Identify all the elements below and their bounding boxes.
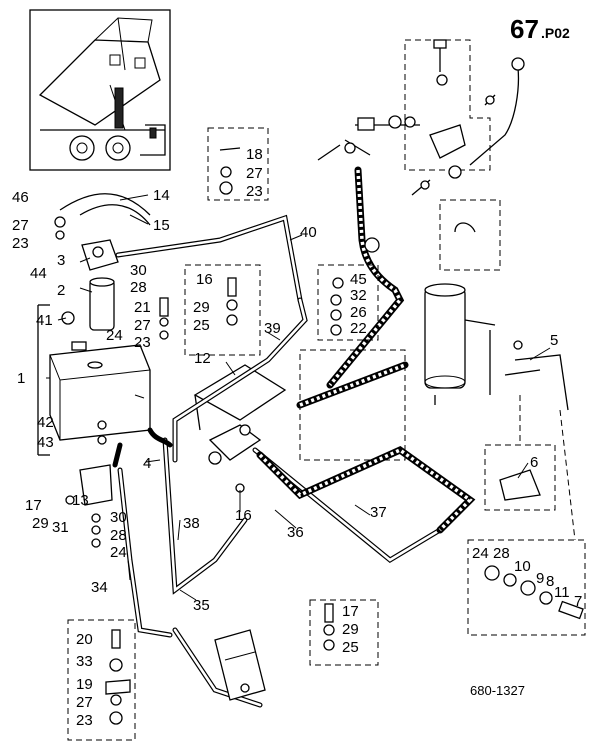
callout-27-a: 27 xyxy=(12,217,29,234)
callout-2: 2 xyxy=(57,282,65,299)
callout-26: 26 xyxy=(350,304,367,321)
callout-40: 40 xyxy=(300,224,317,241)
callout-44: 44 xyxy=(30,265,47,282)
callout-46: 46 xyxy=(12,189,29,206)
control-lever-group xyxy=(317,39,525,196)
valve-block xyxy=(184,264,287,493)
page-suffix: .P02 xyxy=(541,25,570,41)
oil-tank xyxy=(37,304,151,456)
callout-16-upper: 16 xyxy=(196,271,213,288)
callout-1: 1 xyxy=(17,370,25,387)
callout-18: 18 xyxy=(246,146,263,163)
callout-28-a: 28 xyxy=(130,279,147,296)
page-header: 67 .P02 xyxy=(510,14,570,44)
callout-24-c: 24 xyxy=(472,545,489,562)
callout-33: 33 xyxy=(76,653,93,670)
snap-ring-detail xyxy=(439,199,501,271)
callout-30-a: 30 xyxy=(130,262,147,279)
callout-28-c: 28 xyxy=(493,545,510,562)
callout-28-b: 28 xyxy=(110,527,127,544)
callout-23-b: 23 xyxy=(246,183,263,200)
callout-12: 12 xyxy=(194,350,211,367)
callout-3: 3 xyxy=(57,252,65,269)
callout-22: 22 xyxy=(350,320,367,337)
callout-27-b: 27 xyxy=(246,165,263,182)
callout-7: 7 xyxy=(574,593,582,610)
callout-38: 38 xyxy=(183,515,200,532)
callout-41: 41 xyxy=(36,312,53,329)
callout-labels: 1 1 2 3 4 5 6 7 8 9 10 11 12 13 14 15 16… xyxy=(12,146,582,729)
callout-43: 43 xyxy=(37,434,54,451)
callout-23-a: 23 xyxy=(12,235,29,252)
callout-6: 6 xyxy=(530,454,538,471)
drawing-number: 680-1327 xyxy=(470,683,525,698)
main-hose xyxy=(326,166,405,389)
callout-32: 32 xyxy=(350,287,367,304)
callout-23-d: 23 xyxy=(76,712,93,729)
callout-11: 11 xyxy=(554,584,570,601)
callout-24-a: 24 xyxy=(106,327,123,344)
callout-4: 4 xyxy=(143,455,151,472)
callout-17-left: 17 xyxy=(25,497,42,514)
callout-23-c: 23 xyxy=(134,334,151,351)
leader-lines xyxy=(46,194,551,601)
callout-13: 13 xyxy=(72,492,89,509)
lower-bracket xyxy=(65,464,266,701)
callout-25-a: 25 xyxy=(193,317,210,334)
callout-17-bottom: 17 xyxy=(342,603,359,620)
callout-5: 5 xyxy=(550,332,558,349)
page-number: 67 xyxy=(510,14,539,44)
callout-37: 37 xyxy=(370,504,387,521)
callout-19: 19 xyxy=(76,676,93,693)
callout-10: 10 xyxy=(514,558,531,575)
callout-20: 20 xyxy=(76,631,93,648)
callout-15: 15 xyxy=(153,217,170,234)
callout-30-b: 30 xyxy=(110,509,127,526)
callout-27-c: 27 xyxy=(134,317,151,334)
truck-inset xyxy=(29,9,171,171)
callout-29-a: 29 xyxy=(193,299,210,316)
callout-36: 36 xyxy=(287,524,304,541)
callout-27-d: 27 xyxy=(76,694,93,711)
callout-31: 31 xyxy=(52,519,69,536)
callout-14: 14 xyxy=(153,187,170,204)
callout-24-b: 24 xyxy=(110,544,127,561)
callout-35: 35 xyxy=(193,597,210,614)
callout-21: 21 xyxy=(134,299,151,316)
callout-39: 39 xyxy=(264,320,281,337)
callout-45: 45 xyxy=(350,271,367,288)
pipes xyxy=(112,214,476,708)
bracket-assembly xyxy=(467,330,586,636)
callout-9: 9 xyxy=(536,570,544,587)
callout-8: 8 xyxy=(546,573,554,590)
filter-and-pump xyxy=(54,193,151,331)
callout-29-c: 29 xyxy=(342,621,359,638)
callout-29-b: 29 xyxy=(32,515,49,532)
hydraulic-cylinder xyxy=(424,283,496,405)
callout-42: 42 xyxy=(37,414,54,431)
callout-16-lower: 16 xyxy=(235,507,252,524)
fastener-groups xyxy=(67,127,406,741)
callout-34: 34 xyxy=(91,579,108,596)
callout-25-b: 25 xyxy=(342,639,359,656)
